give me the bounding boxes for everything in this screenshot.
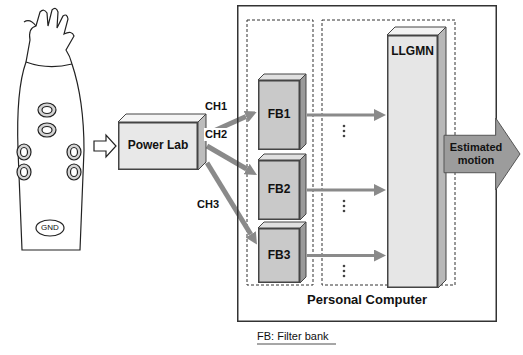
node-label: Personal Computer: [307, 293, 427, 308]
channel-label: CH2: [204, 128, 228, 141]
arrow-shape: [444, 118, 520, 190]
process-box: FB1: [258, 80, 300, 150]
box-face: [259, 229, 300, 283]
node-outline: [387, 27, 446, 288]
box-face: [119, 123, 198, 170]
box-side-face: [198, 114, 206, 170]
node-label: Estimated motion: [447, 141, 505, 166]
box-side-face: [300, 222, 306, 283]
process-box: LLGMN: [387, 35, 438, 288]
box-top-face: [118, 114, 206, 122]
channel-label: CH3: [196, 198, 220, 211]
box-top-face: [387, 27, 446, 35]
filter-group-box: [247, 20, 313, 285]
box-top-face: [258, 154, 306, 160]
process-box: Power Lab: [118, 122, 198, 170]
legend-note: FB: Filter bank: [257, 330, 329, 343]
box-face: [388, 36, 438, 288]
box-side-face: [300, 74, 306, 150]
node-label: LLGMN: [391, 45, 434, 59]
node-label: FB1: [268, 108, 291, 122]
signal-connector: [207, 146, 247, 169]
signal-arrow: [94, 135, 116, 157]
signal-connector: [307, 254, 374, 257]
signal-connector: [307, 189, 374, 192]
signal-connector: [307, 114, 374, 117]
box-top-face: [258, 74, 306, 80]
arm-illustration: [17, 8, 84, 250]
process-box: FB3: [258, 228, 300, 283]
label-underline: [257, 344, 336, 345]
box-face: [259, 161, 300, 220]
node-label: Power Lab: [128, 139, 189, 153]
box-top-face: [258, 222, 306, 228]
channel-label: CH1: [204, 100, 228, 113]
process-box: FB2: [258, 160, 300, 220]
box-face: [259, 81, 300, 150]
box-side-face: [300, 154, 306, 220]
ground-label: GND: [41, 223, 59, 233]
node-label: FB2: [268, 183, 291, 197]
output-arrow: Estimated motion: [444, 118, 520, 190]
node-label: FB3: [268, 249, 291, 263]
